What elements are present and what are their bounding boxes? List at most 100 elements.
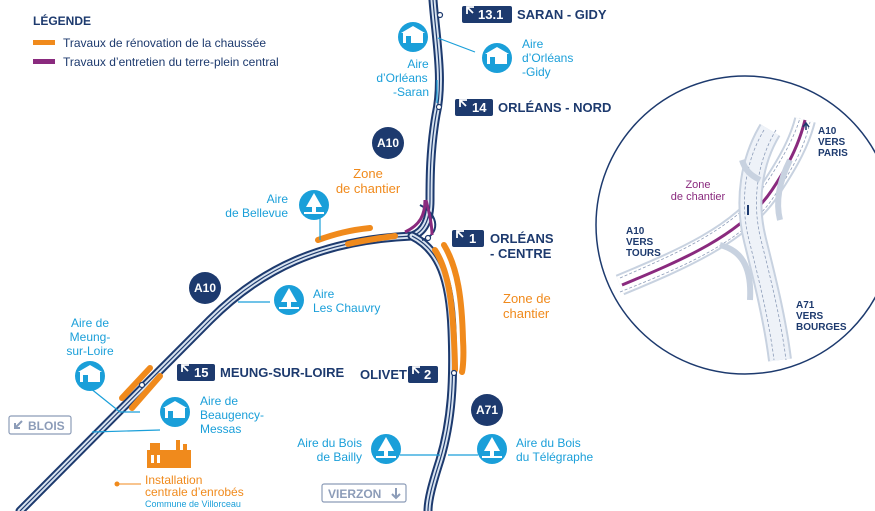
motorway-a10-north — [407, 0, 444, 241]
exit-2-number: 2 — [424, 367, 431, 382]
aire-gidy-label-2: d’Orléans — [522, 51, 573, 65]
arrow-down-left-icon — [14, 420, 23, 429]
inset-tours-1: A10 — [626, 226, 645, 237]
aire-bois-de-bailly[interactable]: Aire du Bois de Bailly — [297, 434, 401, 464]
inset-tours-2: VERS — [626, 237, 654, 248]
inset-bourges-2: VERS — [796, 311, 824, 322]
service-station-icon — [78, 365, 102, 382]
route-a10-west-label: A10 — [194, 281, 216, 295]
installation-label-1: Installation — [145, 473, 202, 487]
exit-15-name: MEUNG-SUR-LOIRE — [220, 365, 345, 380]
installation-enrobes: Installation centrale d’enrobés Commune … — [114, 440, 244, 509]
works-zones — [119, 225, 467, 411]
legend-item-median: Travaux d’entretien du terre-plein centr… — [63, 55, 279, 69]
aire-telegraphe-label-2: du Télégraphe — [516, 450, 594, 464]
exit-1-number: 1 — [469, 231, 476, 246]
inset-paris-1: A10 — [818, 126, 837, 137]
leader-lines — [89, 37, 478, 456]
legend-orange-swatch — [33, 40, 55, 45]
aire-bois-du-telegraphe[interactable]: Aire du Bois du Télégraphe — [477, 434, 594, 464]
aire-telegraphe-label-1: Aire du Bois — [516, 436, 581, 450]
exit-markers — [138, 11, 458, 389]
aire-saran-label-1: Aire — [407, 57, 429, 71]
service-station-icon — [401, 26, 425, 43]
aire-chauvry-label-1: Aire — [313, 287, 335, 301]
inset-bourges-1: A71 — [796, 300, 815, 311]
zone-1-label-1: Zone — [353, 166, 383, 181]
zone-1-label-2: de chantier — [336, 181, 401, 196]
works-zone-2b — [441, 242, 467, 375]
rest-area-tree-icon — [482, 437, 502, 458]
aire-beaugency-messas[interactable]: Aire de Beaugency- Messas — [160, 394, 264, 436]
rest-area-tree-icon — [376, 437, 396, 458]
direction-vierzon-label: VIERZON — [328, 487, 381, 501]
zone-2-label-2: chantier — [503, 306, 550, 321]
aire-orleans-gidy[interactable]: Aire d’Orléans -Gidy — [482, 37, 573, 79]
works-zone-1a — [315, 225, 373, 243]
service-station-icon — [163, 401, 187, 418]
exit-2[interactable]: OLIVET 2 — [360, 366, 438, 383]
aire-bellevue-label-2: de Bellevue — [225, 206, 288, 220]
aire-orleans-saran[interactable]: Aire d’Orléans -Saran — [376, 22, 429, 99]
exit-13-1[interactable]: 13.1 SARAN - GIDY — [462, 6, 607, 23]
works-zone-2a — [432, 247, 458, 373]
aire-gidy-label-1: Aire — [522, 37, 544, 51]
route-a10-north: A10 — [372, 127, 404, 159]
rest-area-tree-icon — [279, 288, 299, 309]
aire-saran-label-2: d’Orléans — [376, 71, 427, 85]
aire-bellevue[interactable]: Aire de Bellevue — [225, 190, 329, 220]
factory-icon — [147, 440, 191, 468]
inset-paris-3: PARIS — [818, 148, 848, 159]
works-zone-3a — [119, 365, 153, 401]
exit-13-1-number: 13.1 — [478, 7, 503, 22]
exit-1-name-line2: - CENTRE — [490, 246, 552, 261]
aire-gidy-label-3: -Gidy — [522, 65, 551, 79]
exit-15[interactable]: 15 MEUNG-SUR-LOIRE — [177, 364, 345, 381]
legend: LÉGENDE Travaux de rénovation de la chau… — [33, 13, 279, 69]
aire-bellevue-label-1: Aire — [267, 192, 289, 206]
aire-meung-sur-loire[interactable]: Aire de Meung- sur-Loire — [66, 316, 114, 391]
aire-bailly-label-2: de Bailly — [317, 450, 362, 464]
aire-bailly-label-1: Aire du Bois — [297, 436, 362, 450]
direction-blois-label: BLOIS — [28, 419, 65, 433]
exit-14-name: ORLÉANS - NORD — [498, 100, 611, 115]
aire-meung-label-1: Aire de — [71, 316, 109, 330]
aire-beaugency-label-1: Aire de — [200, 394, 238, 408]
motorway-a10-west — [15, 231, 417, 511]
exit-13-1-name: SARAN - GIDY — [517, 7, 607, 22]
arrow-down-icon — [391, 488, 401, 500]
exit-1[interactable]: 1 ORLÉANS - CENTRE — [452, 230, 554, 261]
inset-tours-3: TOURS — [626, 248, 661, 259]
zone-2-label-1: Zone de — [503, 291, 551, 306]
legend-purple-swatch — [33, 59, 55, 64]
exit-2-name: OLIVET — [360, 367, 407, 382]
aire-saran-label-3: -Saran — [393, 85, 429, 99]
route-a71-label: A71 — [476, 403, 498, 417]
inset-zoom: Zone de chantier A10 VERS PARIS A10 VERS… — [595, 75, 875, 375]
aire-meung-label-2: Meung- — [70, 330, 111, 344]
aire-les-chauvry[interactable]: Aire Les Chauvry — [274, 285, 380, 315]
exit-15-number: 15 — [194, 365, 208, 380]
rest-area-tree-icon — [304, 193, 324, 214]
aire-meung-label-3: sur-Loire — [66, 344, 114, 358]
aire-beaugency-label-2: Beaugency- — [200, 408, 264, 422]
works-zone-1b — [345, 233, 398, 247]
route-a10-north-label: A10 — [377, 136, 399, 150]
arrow-up-icon — [802, 121, 810, 130]
inset-zone-label-2: de chantier — [671, 191, 726, 203]
route-a10-west: A10 — [189, 272, 221, 304]
direction-vierzon: VIERZON — [321, 483, 407, 503]
exit-14-number: 14 — [472, 100, 487, 115]
aire-beaugency-label-3: Messas — [200, 422, 241, 436]
exit-1-name-line1: ORLÉANS — [490, 231, 554, 246]
legend-title: LÉGENDE — [33, 13, 91, 28]
installation-label-2: centrale d’enrobés — [145, 485, 244, 499]
legend-item-renovation: Travaux de rénovation de la chaussée — [63, 36, 266, 50]
route-a71: A71 — [471, 394, 503, 426]
exit-14[interactable]: 14 ORLÉANS - NORD — [455, 99, 611, 116]
direction-blois: BLOIS — [8, 415, 72, 435]
aire-chauvry-label-2: Les Chauvry — [313, 301, 380, 315]
service-station-icon — [485, 47, 509, 64]
works-zone-3b — [129, 373, 163, 411]
